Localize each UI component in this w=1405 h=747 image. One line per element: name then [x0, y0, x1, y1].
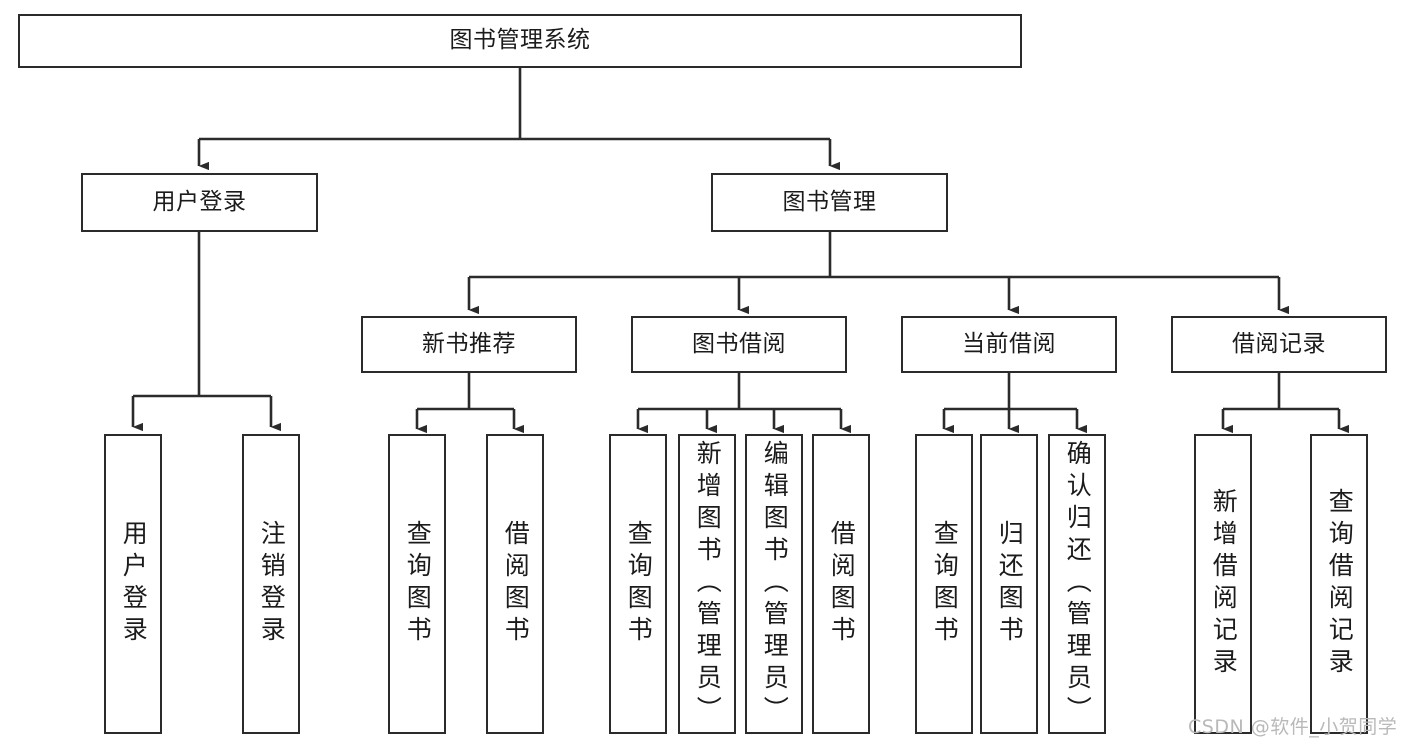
node-leaf-user-login[interactable]: 用户登录 [104, 434, 162, 734]
node-label: 确认归还（管理员） [1063, 440, 1093, 728]
node-label: 新书推荐 [422, 330, 516, 357]
node-leaf-add-borrow-record[interactable]: 新增借阅记录 [1194, 434, 1252, 734]
node-leaf-confirm-return-admin[interactable]: 确认归还（管理员） [1048, 434, 1106, 734]
node-label: 借阅图书 [827, 520, 857, 648]
node-borrow-records[interactable]: 借阅记录 [1171, 316, 1387, 373]
node-leaf-edit-book-admin[interactable]: 编辑图书（管理员） [745, 434, 803, 734]
node-label: 图书管理 [782, 188, 877, 215]
node-leaf-query-borrow-record[interactable]: 查询借阅记录 [1310, 434, 1368, 734]
node-label: 编辑图书（管理员） [760, 440, 790, 728]
node-user-login[interactable]: 用户登录 [81, 173, 318, 232]
node-label: 新增借阅记录 [1209, 488, 1239, 680]
node-label: 借阅图书 [501, 520, 531, 648]
node-leaf-add-book-admin[interactable]: 新增图书（管理员） [678, 434, 736, 734]
node-label: 注销登录 [257, 520, 287, 648]
node-book-management[interactable]: 图书管理 [711, 173, 948, 232]
node-new-book-recommendation[interactable]: 新书推荐 [361, 316, 577, 373]
node-label: 用户登录 [119, 520, 149, 648]
node-label: 查询图书 [403, 520, 433, 648]
watermark-text: CSDN @软件_小贺同学 [1188, 716, 1398, 738]
node-current-borrowing[interactable]: 当前借阅 [901, 316, 1117, 373]
node-label: 归还图书 [995, 520, 1025, 648]
node-root-system[interactable]: 图书管理系统 [18, 14, 1022, 68]
node-label: 查询图书 [624, 520, 654, 648]
node-leaf-query-book-borrow[interactable]: 查询图书 [609, 434, 667, 734]
node-label: 查询图书 [930, 520, 960, 648]
node-leaf-query-book-recommend[interactable]: 查询图书 [388, 434, 446, 734]
node-label: 图书管理系统 [449, 27, 591, 54]
node-label: 用户登录 [152, 188, 247, 215]
node-label: 新增图书（管理员） [693, 440, 723, 728]
node-book-borrowing[interactable]: 图书借阅 [631, 316, 847, 373]
node-label: 借阅记录 [1232, 330, 1326, 357]
node-leaf-borrow-book[interactable]: 借阅图书 [812, 434, 870, 734]
node-leaf-query-book-current[interactable]: 查询图书 [915, 434, 973, 734]
node-label: 当前借阅 [962, 330, 1056, 357]
node-leaf-logout[interactable]: 注销登录 [242, 434, 300, 734]
node-label: 图书借阅 [692, 330, 786, 357]
node-label: 查询借阅记录 [1325, 488, 1355, 680]
node-leaf-return-book[interactable]: 归还图书 [980, 434, 1038, 734]
node-leaf-borrow-book-recommend[interactable]: 借阅图书 [486, 434, 544, 734]
